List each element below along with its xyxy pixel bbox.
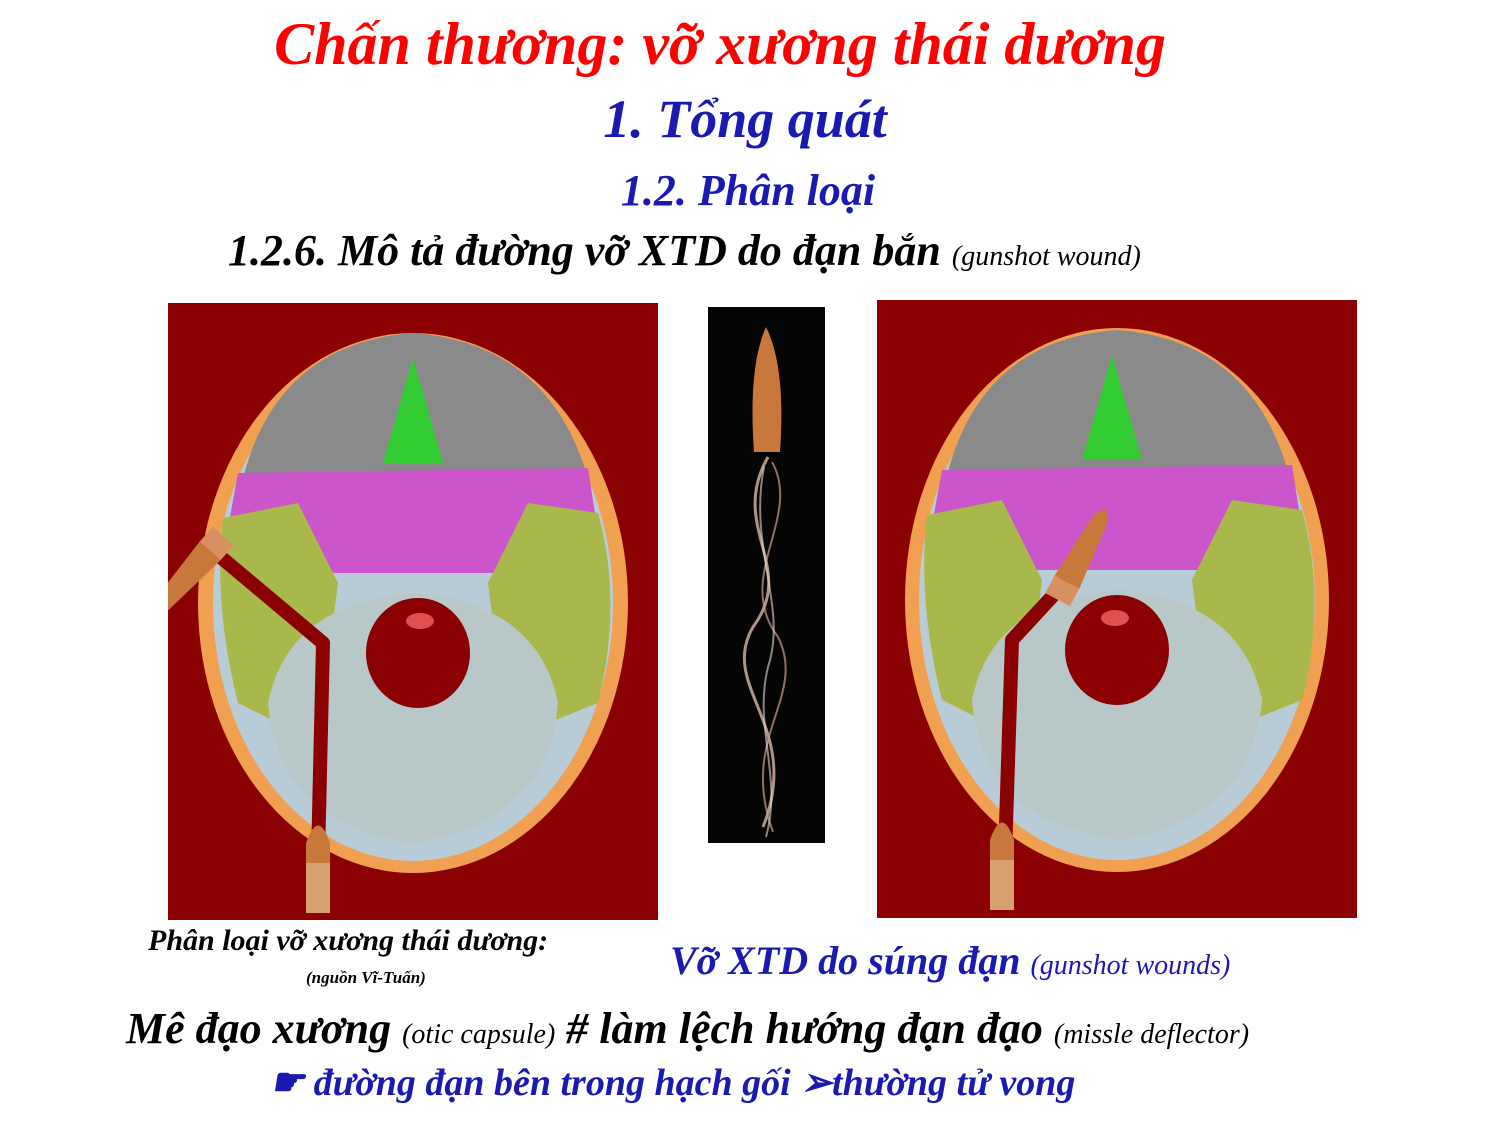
topic-heading: 1.2.6. Mô tả đường vỡ XTD do đạn bắn (gu…: [228, 225, 1141, 276]
bullet-smoke-photo: [708, 307, 825, 843]
left-caption-title: Phân loại vỡ xương thái dương:: [148, 924, 549, 957]
slide-title: Chấn thương: vỡ xương thái dương: [274, 11, 1166, 77]
outcome-text: thường tử vong: [832, 1062, 1076, 1104]
deflector-text: # làm lệch hướng đạn đạo: [555, 1004, 1054, 1053]
right-caption: Vỡ XTD do súng đạn (gunshot wounds): [670, 937, 1230, 984]
bullet-smoke-illustration: [708, 307, 825, 843]
section-heading: 1. Tổng quát: [603, 89, 887, 149]
left-caption-source: (nguồn Vĩ-Tuấn): [306, 968, 426, 987]
arrow-icon: ➢: [800, 1062, 833, 1104]
pointing-hand-icon: ☛: [270, 1062, 305, 1104]
subsection-heading: 1.2. Phân loại: [620, 166, 876, 215]
skull-base-image-right: [877, 300, 1357, 918]
footer-line-1: Mê đạo xương (otic capsule) # làm lệch h…: [126, 1003, 1249, 1054]
bullet-path-text: đường đạn bên trong hạch gối: [304, 1062, 801, 1104]
right-caption-text: Vỡ XTD do súng đạn: [670, 938, 1031, 983]
skull-base-image-left: [168, 303, 658, 920]
topic-heading-text: 1.2.6. Mô tả đường vỡ XTD do đạn bắn: [228, 226, 952, 275]
right-caption-note: (gunshot wounds): [1030, 950, 1231, 981]
skull-base-illustration-left: [168, 303, 658, 920]
otic-capsule-note: (otic capsule): [402, 1019, 556, 1050]
topic-heading-note: (gunshot wound): [951, 241, 1141, 272]
footer-line-2: ☛ đường đạn bên trong hạch gối ➢thường t…: [270, 1060, 1075, 1105]
skull-base-illustration-right: [877, 300, 1357, 918]
otic-capsule-text: Mê đạo xương: [126, 1004, 403, 1053]
deflector-note: (missle deflector): [1053, 1019, 1250, 1050]
